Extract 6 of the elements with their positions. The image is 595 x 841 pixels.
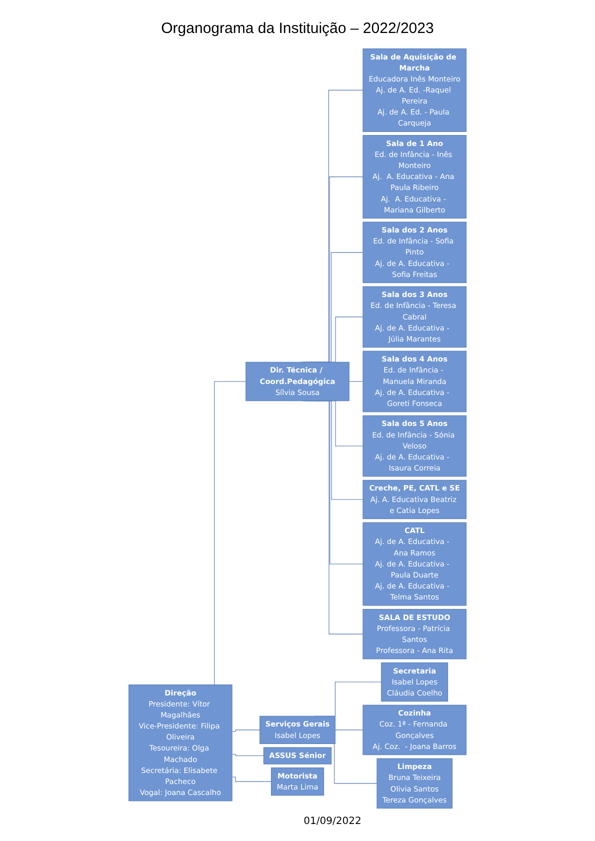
date-note: 01/09/2022 <box>304 816 362 827</box>
connector <box>232 754 264 756</box>
connector <box>232 730 260 732</box>
connector <box>232 776 272 782</box>
chart-title: Organograma da Instituição – 2022/2023 <box>161 20 434 37</box>
connector <box>348 381 364 382</box>
